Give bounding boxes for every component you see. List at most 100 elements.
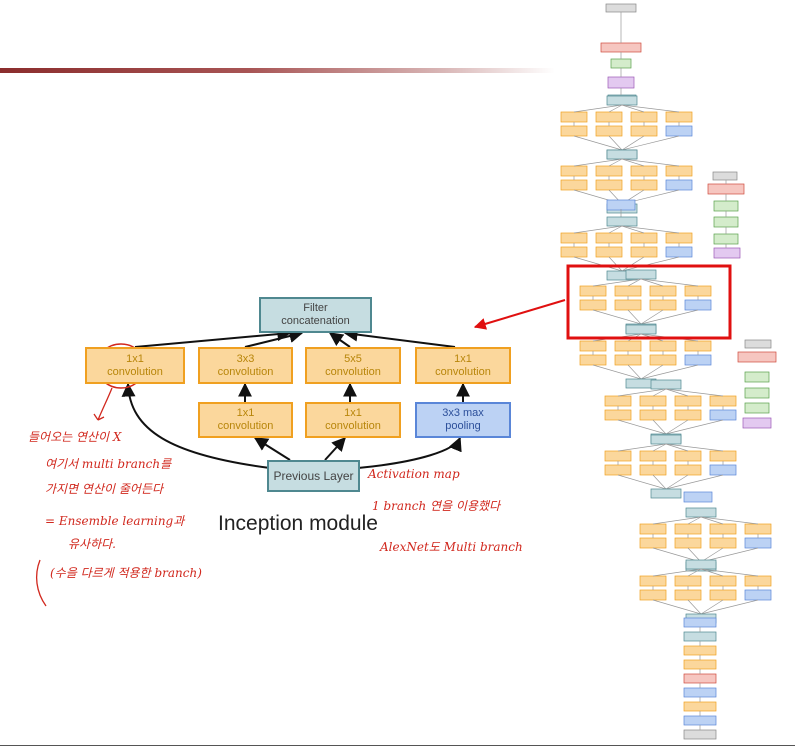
arch-stem-layer xyxy=(683,687,717,698)
arch-conv xyxy=(684,285,712,297)
arch-edge xyxy=(700,568,759,577)
arch-conv xyxy=(649,299,677,311)
conv-5x5-box: 5x5 convolution xyxy=(305,347,401,384)
arch-edge xyxy=(640,278,664,287)
arch-edge xyxy=(617,474,667,490)
arch-edge xyxy=(687,516,702,525)
handwritten-note: AlexNet도 Multi branch xyxy=(380,540,523,554)
arch-edge xyxy=(621,256,680,272)
arch-edge xyxy=(621,256,645,272)
box-label: 1x1 xyxy=(236,407,255,419)
arch-edge xyxy=(608,104,623,113)
arch-edge xyxy=(621,158,680,167)
arch-conv xyxy=(639,589,667,601)
arch-conv xyxy=(604,395,632,407)
box-label: 3x3 xyxy=(236,352,255,365)
arch-edge xyxy=(700,516,759,525)
box-label: Filter xyxy=(303,302,328,314)
arch-conv xyxy=(639,523,667,535)
arch-conv xyxy=(674,450,702,462)
arch-conv xyxy=(665,165,693,177)
arch-conv xyxy=(639,409,667,421)
arch-softmax xyxy=(712,171,738,181)
arch-avgpool xyxy=(713,247,741,259)
arch-conv xyxy=(560,232,588,244)
arch-edge xyxy=(573,256,623,272)
arch-depthconcat xyxy=(606,216,638,227)
arch-edge xyxy=(621,158,645,167)
box-label: Previous Layer xyxy=(273,468,354,483)
arch-edge xyxy=(700,599,724,615)
handwritten-note: 가지면 연산이 줄어든다 xyxy=(45,482,164,496)
box-label: convolution xyxy=(435,365,491,378)
arch-stem-layer xyxy=(683,715,717,726)
handwritten-note: = Ensemble learning과 xyxy=(45,514,185,528)
arch-edge xyxy=(608,225,623,234)
arch-pool xyxy=(684,299,712,311)
handwritten-note: 유사하다. xyxy=(68,537,116,551)
arch-pool xyxy=(744,537,772,549)
box-label: convolution xyxy=(325,420,381,432)
arch-conv xyxy=(595,246,623,258)
arch-edge xyxy=(640,309,664,325)
arch-fc xyxy=(713,216,739,228)
arch-edge xyxy=(700,516,724,525)
arch-conv xyxy=(579,285,607,297)
footer-rule xyxy=(0,745,795,746)
arch-conv xyxy=(579,340,607,352)
box-label: 3x3 max xyxy=(442,407,484,419)
arch-edge xyxy=(617,443,667,452)
arch-pool xyxy=(665,125,693,137)
arch-edge xyxy=(665,388,689,397)
arch-pool xyxy=(684,354,712,366)
title-rule xyxy=(0,68,555,73)
arch-conv xyxy=(709,537,737,549)
arch-edge xyxy=(665,419,689,435)
box-label: pooling xyxy=(445,420,481,432)
arch-conv xyxy=(649,354,677,366)
arch-edge xyxy=(665,443,724,452)
arch-pool xyxy=(709,409,737,421)
arch-conv xyxy=(560,165,588,177)
arch-conv xyxy=(595,179,623,191)
arch-stem-layer xyxy=(683,631,717,642)
arch-softmax xyxy=(605,3,637,13)
arch-edge xyxy=(608,256,623,272)
arch-conv xyxy=(639,450,667,462)
arch-avgpool xyxy=(742,417,772,429)
arch-edge xyxy=(621,104,680,113)
arch-conv xyxy=(579,354,607,366)
arch-conv xyxy=(639,537,667,549)
arch-conv xyxy=(649,285,677,297)
box-label: 1x1 xyxy=(454,352,472,365)
arch-conv xyxy=(709,450,737,462)
box-label: 1x1 xyxy=(344,407,362,419)
handwritten-note: 1 branch 연을 이용했다 xyxy=(372,499,501,513)
arch-fc xyxy=(744,371,770,383)
arch-conv xyxy=(604,464,632,476)
arch-fc xyxy=(713,233,739,245)
arch-fc xyxy=(744,402,770,414)
arch-edge xyxy=(652,516,702,525)
arch-depthconcat xyxy=(625,324,657,335)
arch-conv xyxy=(614,299,642,311)
arch-edge xyxy=(573,135,623,151)
arch-conv xyxy=(560,246,588,258)
arch-edge xyxy=(621,135,680,151)
arch-conv xyxy=(744,523,772,535)
arch-edge xyxy=(608,135,623,151)
arch-pool xyxy=(665,246,693,258)
arch-edge xyxy=(592,309,642,325)
highlight-box xyxy=(566,264,732,340)
arch-edge xyxy=(665,388,724,397)
arch-conv xyxy=(614,340,642,352)
arch-conv xyxy=(709,575,737,587)
arch-conv xyxy=(674,395,702,407)
arch-conv xyxy=(604,450,632,462)
arch-conv xyxy=(649,340,677,352)
conv-1x1-branch-box: 1x1 convolution xyxy=(85,347,185,384)
arch-depthconcat xyxy=(685,559,717,570)
arch-edge xyxy=(621,225,645,234)
arch-edge xyxy=(687,568,702,577)
arch-softmax-activation xyxy=(600,42,642,53)
